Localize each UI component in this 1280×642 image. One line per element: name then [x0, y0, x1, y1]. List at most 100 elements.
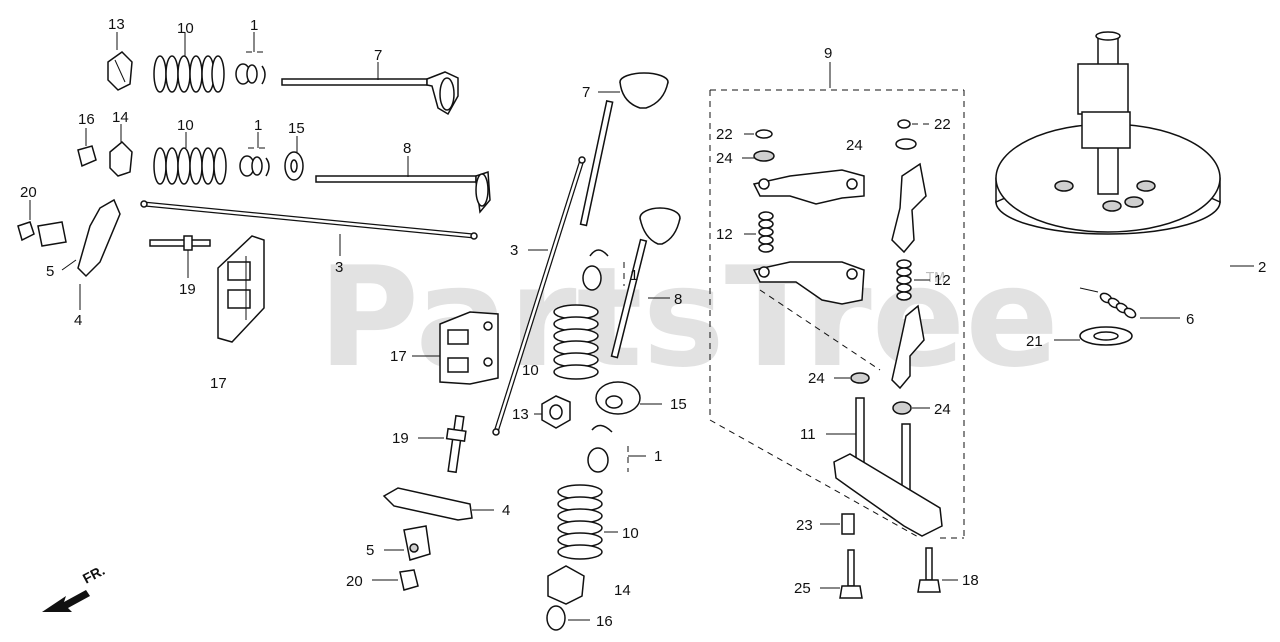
callout-3: 3	[335, 259, 343, 276]
callout-11: 11	[800, 426, 816, 443]
front-direction-label: FR.	[80, 562, 107, 587]
callout-20: 20	[20, 184, 37, 201]
callout-24: 24	[716, 150, 733, 167]
callout-1: 1	[630, 267, 638, 284]
part-camshaft-gear-2	[995, 31, 1221, 235]
callout-17: 17	[210, 375, 227, 392]
part-bracket-lower	[891, 304, 925, 390]
callout-5: 5	[46, 263, 54, 280]
part-valve-cap-center	[546, 605, 566, 631]
part-washer-22-left	[755, 129, 773, 139]
callout-22: 22	[934, 116, 951, 133]
part-guide-plate-17-center	[439, 311, 499, 385]
part-valve-spring-top	[153, 55, 225, 93]
callout-8: 8	[403, 140, 411, 157]
callout-9: 9	[824, 45, 832, 62]
part-valve-spring-middle	[153, 147, 227, 185]
front-direction-arrow-icon	[42, 590, 90, 612]
part-washer-22-right	[897, 119, 911, 129]
part-stud-19-center	[445, 414, 467, 474]
callout-24: 24	[808, 370, 825, 387]
part-cotter-center-bottom	[587, 424, 613, 473]
callout-10: 10	[622, 525, 639, 542]
part-cotter-center-top	[582, 249, 609, 291]
callout-3: 3	[510, 242, 518, 259]
part-spring-12-left	[758, 211, 774, 253]
callout-14: 14	[112, 109, 129, 126]
callout-8: 8	[674, 291, 682, 308]
callout-15: 15	[670, 396, 687, 413]
part-valve-7-center	[579, 72, 669, 227]
callout-10: 10	[177, 117, 194, 134]
callout-17: 17	[390, 348, 407, 365]
part-bolt-25	[839, 549, 863, 599]
part-valve-8-top	[315, 170, 491, 214]
part-pivot-5-center	[403, 525, 431, 561]
part-cotter-top	[235, 63, 266, 85]
callout-12: 12	[934, 272, 951, 289]
part-spring-seat-center	[595, 381, 641, 415]
part-washer-21	[1079, 326, 1133, 346]
callout-22: 22	[716, 126, 733, 143]
part-spring-seat-left	[284, 151, 304, 181]
part-washer-24-top-right	[895, 138, 917, 150]
part-guide-plate-17-left	[217, 235, 265, 343]
callout-1: 1	[654, 448, 662, 465]
part-bracket-upper	[891, 162, 927, 254]
part-retainer-14-center	[547, 565, 585, 605]
part-rocker-arm-4-center	[382, 487, 473, 521]
callout-16: 16	[596, 613, 613, 630]
callout-5: 5	[366, 542, 374, 559]
part-cotter-middle	[239, 155, 270, 177]
callout-20: 20	[346, 573, 363, 590]
callout-6: 6	[1186, 311, 1194, 328]
callout-10: 10	[177, 20, 194, 37]
part-push-rod-3-left	[140, 200, 478, 240]
callout-7: 7	[374, 47, 382, 64]
callout-16: 16	[78, 111, 95, 128]
part-washer-24-lower-left	[850, 372, 870, 384]
callout-2: 2	[1258, 259, 1266, 276]
part-valve-7-top	[281, 71, 459, 116]
callout-12: 12	[716, 226, 733, 243]
callout-13: 13	[108, 16, 125, 33]
part-rocker-arm-lower	[752, 261, 865, 305]
part-stud-19-left	[149, 235, 211, 251]
part-valve-8-center	[610, 207, 681, 359]
callout-19: 19	[392, 430, 409, 447]
callout-19: 19	[179, 281, 196, 298]
part-nut-20-left	[17, 221, 35, 242]
part-rocker-arm-4-left	[77, 198, 121, 278]
part-valve-cap-left	[77, 145, 97, 168]
part-pivot-5-left	[37, 221, 67, 247]
part-spring-6	[1079, 287, 1137, 319]
callout-15: 15	[288, 120, 305, 137]
part-shaft-holder-11	[833, 397, 943, 537]
part-retainer-top-left	[107, 51, 133, 91]
part-washer-24-top-left	[753, 150, 775, 162]
callout-23: 23	[796, 517, 813, 534]
part-washer-24-lower-right	[892, 401, 912, 415]
callout-4: 4	[74, 312, 82, 329]
watermark-text: PartsTree	[318, 237, 1059, 398]
part-push-rod-3-center	[492, 156, 586, 436]
callout-21: 21	[1026, 333, 1043, 350]
callout-1: 1	[254, 117, 262, 134]
part-valve-spring-center-bottom	[557, 484, 603, 560]
part-rocker-arm-upper	[752, 169, 865, 205]
callout-10: 10	[522, 362, 539, 379]
callout-25: 25	[794, 580, 811, 597]
part-retainer-14-left	[109, 140, 133, 177]
part-nut-20-center	[399, 569, 419, 591]
callout-18: 18	[962, 572, 979, 589]
callout-7: 7	[582, 84, 590, 101]
callout-24: 24	[846, 137, 863, 154]
watermark-tm: TM	[925, 271, 945, 286]
callout-24: 24	[934, 401, 951, 418]
callout-14: 14	[614, 582, 631, 599]
part-retainer-13-center	[541, 395, 571, 429]
callout-4: 4	[502, 502, 510, 519]
callout-1: 1	[250, 17, 258, 34]
callout-13: 13	[512, 406, 529, 423]
